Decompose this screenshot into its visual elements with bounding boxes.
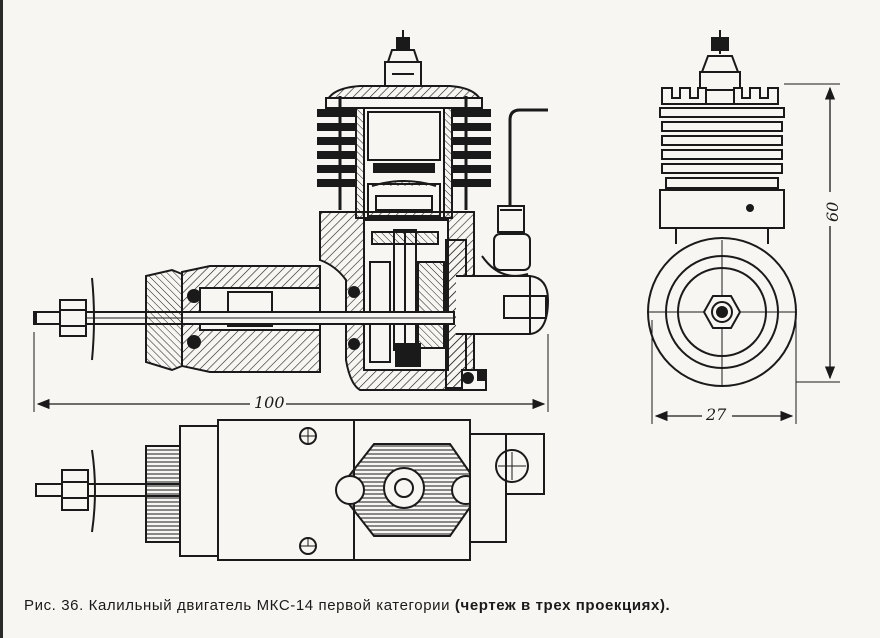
height-dimension-label: 60 [823, 202, 842, 222]
length-dimension-label: 100 [254, 393, 285, 412]
top-view [35, 419, 545, 561]
figure-caption: Рис. 36. Калильный двигатель МКС-14 перв… [24, 597, 874, 614]
caption-main: Рис. 36. Калильный двигатель МКС-14 перв… [24, 597, 451, 614]
scan-edge [0, 0, 3, 638]
front-view [647, 30, 797, 387]
caption-note: (чертеж в трех проекциях). [454, 597, 671, 614]
cooling-fins-left [317, 109, 357, 187]
cooling-fins-right [451, 109, 491, 187]
dimension-width: 27 [651, 320, 797, 424]
dimension-height: 60 [784, 83, 842, 383]
side-section-view [33, 30, 550, 391]
width-dimension-label: 27 [705, 405, 727, 424]
engine-drawing: 100 [33, 30, 842, 561]
dimension-length: 100 [33, 332, 549, 412]
